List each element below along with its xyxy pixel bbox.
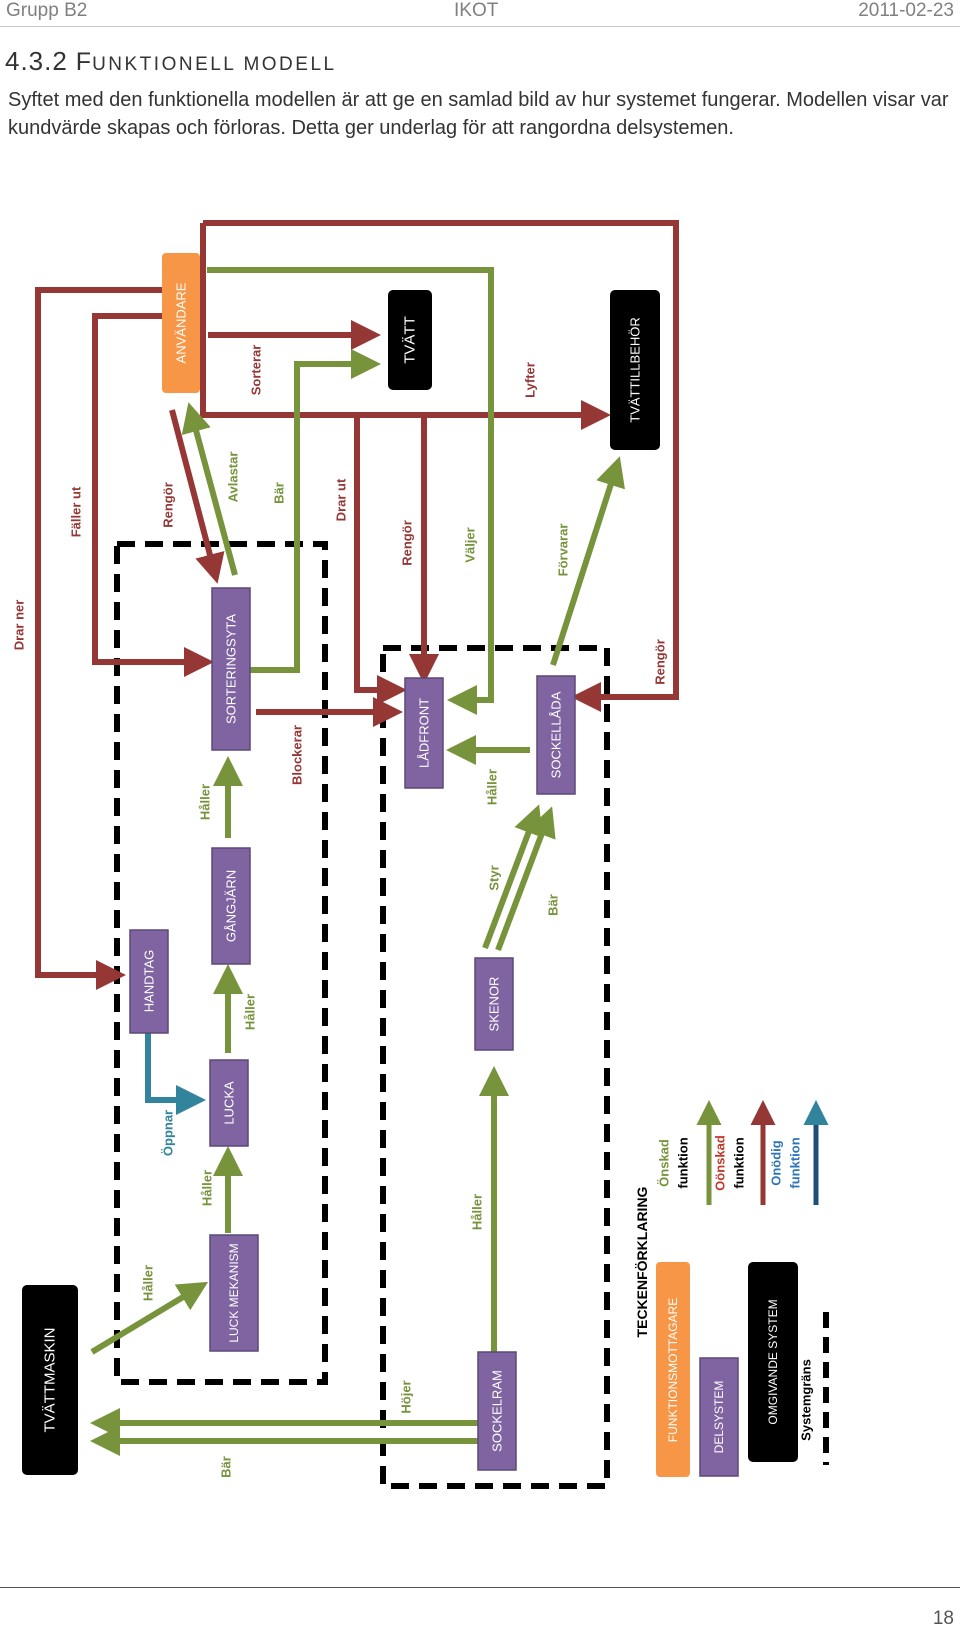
node-skenor: SKENOR bbox=[474, 957, 514, 1051]
header-rule bbox=[0, 26, 960, 27]
legend-subsystem-box bbox=[699, 1357, 739, 1477]
node-handtag-label: HANDTAG bbox=[142, 950, 157, 1013]
section-number: 4.3.2 bbox=[5, 46, 68, 76]
node-sorteringsyta-label: SORTERINGSYTA bbox=[224, 614, 239, 724]
label-oppnar: Öppnar bbox=[161, 1110, 176, 1156]
node-ladfront: LÅDFRONT bbox=[404, 677, 444, 789]
node-sockellada: SOCKELLÅDA bbox=[536, 675, 576, 795]
legend-desired-label-1: Önskad bbox=[657, 1139, 672, 1187]
legend-undesired-label-1: Oönskad bbox=[713, 1135, 728, 1191]
node-anvandare-label: ANVÄNDARE bbox=[174, 282, 189, 363]
arrow-rengor-sorteringsyta bbox=[169, 409, 225, 584]
label-rengor-2: Rengör bbox=[400, 520, 415, 566]
node-anvandare: ANVÄNDARE bbox=[162, 253, 200, 393]
label-haller-3: Håller bbox=[243, 994, 258, 1030]
legend-unnecessary-label-2: funktion bbox=[788, 1137, 803, 1188]
label-drar-ut: Drar ut bbox=[334, 478, 349, 521]
legend-unnecessary-label-1: Onödig bbox=[769, 1140, 784, 1186]
label-haller-1: Håller bbox=[198, 784, 213, 820]
node-skenor-label: SKENOR bbox=[487, 977, 502, 1032]
node-sockelram-label: SOCKELRAM bbox=[490, 1370, 505, 1452]
footer-rule bbox=[0, 1587, 960, 1588]
undesired-arrows bbox=[35, 220, 679, 990]
legend-title: TECKENFÖRKLARING bbox=[634, 1186, 650, 1337]
legend-environment-label: OMGIVANDE SYSTEM bbox=[766, 1299, 780, 1424]
label-sorterar: Sorterar bbox=[249, 345, 264, 396]
system-boundary-left bbox=[114, 541, 328, 1385]
functional-model-diagram: ANVÄNDARE TVÄTT TVÄTTILLBEHÖR SORTERINGS… bbox=[12, 220, 829, 1489]
node-tvattmaskin-label: TVÄTTMASKIN bbox=[42, 1327, 59, 1432]
arrow-haller-tvattmaskin bbox=[90, 1281, 209, 1355]
label-haller-2: Håller bbox=[485, 769, 500, 805]
section-title: 4.3.2 FUNKTIONELL MODELL bbox=[5, 46, 337, 77]
page-header: Grupp B2 IKOT 2011-02-23 bbox=[0, 0, 960, 24]
label-forvarar: Förvarar bbox=[556, 524, 571, 577]
arrow-drar-ner bbox=[35, 287, 162, 990]
node-lucka-label: LUCKA bbox=[222, 1081, 237, 1125]
arrow-oppnar bbox=[145, 1032, 206, 1115]
desired-arrows bbox=[90, 267, 625, 1456]
node-handtag: HANDTAG bbox=[129, 929, 169, 1034]
arrow-bar-tvatt bbox=[245, 349, 381, 673]
node-tvatt: TVÄTT bbox=[388, 290, 432, 390]
label-valjer: Väljer bbox=[463, 527, 478, 562]
node-tvattillbehor-label: TVÄTTILLBEHÖR bbox=[628, 317, 643, 422]
label-lyfter: Lyfter bbox=[523, 362, 538, 398]
body-paragraph: Syftet med den funktionella modellen är … bbox=[8, 89, 949, 139]
section-first-letter: F bbox=[75, 48, 93, 76]
legend-desired-label-2: funktion bbox=[676, 1137, 691, 1188]
arrow-valjer bbox=[207, 267, 494, 715]
node-luckmekanism: LUCK MEKANISM bbox=[209, 1234, 259, 1352]
node-tvattillbehor: TVÄTTILLBEHÖR bbox=[610, 290, 660, 450]
page-number: 18 bbox=[932, 1608, 954, 1629]
header-date: 2011-02-23 bbox=[858, 0, 954, 21]
legend-undesired-label-2: funktion bbox=[732, 1137, 747, 1188]
node-ladfront-label: LÅDFRONT bbox=[417, 698, 432, 768]
arrow-drar-ut bbox=[354, 415, 407, 705]
label-drar-ner: Drar ner bbox=[12, 600, 27, 651]
label-avlastar: Avlastar bbox=[226, 452, 241, 503]
node-tvattmaskin: TVÄTTMASKIN bbox=[22, 1285, 78, 1475]
node-sockelram: SOCKELRAM bbox=[477, 1351, 517, 1471]
label-faller-ut: Fäller ut bbox=[69, 486, 84, 537]
label-rengor-3: Rengör bbox=[653, 639, 668, 685]
node-sorteringsyta: SORTERINGSYTA bbox=[211, 587, 251, 751]
header-course: IKOT bbox=[454, 0, 499, 21]
arrow-avlastar bbox=[181, 402, 238, 576]
label-bar-2: Bär bbox=[546, 894, 561, 916]
node-gangjarn-label: GÅNGJÄRN bbox=[224, 870, 239, 942]
arrow-bar-skenor bbox=[495, 806, 556, 952]
label-rengor-1: Rengör bbox=[161, 482, 176, 528]
legend-environment-box bbox=[748, 1262, 798, 1462]
arrow-rengor-sockellada bbox=[203, 220, 679, 712]
label-haller-6: Håller bbox=[470, 1194, 485, 1230]
node-luckmekanism-label: LUCK MEKANISM bbox=[227, 1243, 241, 1342]
legend: TECKENFÖRKLARING FUNKTIONSMOTTAGARE DELS… bbox=[634, 1100, 829, 1477]
label-bar-3: Bär bbox=[219, 1456, 234, 1478]
node-sockellada-label: SOCKELLÅDA bbox=[549, 691, 564, 778]
label-bar-1: Bär bbox=[272, 482, 287, 504]
arrow-faller-ut bbox=[92, 313, 214, 677]
header-group: Grupp B2 bbox=[6, 0, 88, 21]
section-title-rest: UNKTIONELL MODELL bbox=[92, 54, 337, 75]
legend-receiver-box bbox=[656, 1262, 690, 1477]
node-tvatt-label: TVÄTT bbox=[402, 316, 419, 364]
legend-subsystem-label: DELSYSTEM bbox=[712, 1381, 726, 1454]
legend-receiver-label: FUNKTIONSMOTTAGARE bbox=[666, 1298, 680, 1442]
label-blockerar: Blockerar bbox=[290, 725, 305, 785]
arrow-forvarar bbox=[550, 456, 625, 666]
label-haller-4: Håller bbox=[200, 1170, 215, 1206]
label-styr: Styr bbox=[487, 865, 502, 890]
label-haller-5: Håller bbox=[141, 1265, 156, 1301]
node-gangjarn: GÅNGJÄRN bbox=[211, 847, 251, 965]
label-hojer: Höjer bbox=[399, 1380, 414, 1413]
node-lucka: LUCKA bbox=[209, 1059, 249, 1147]
system-boundary-right bbox=[380, 645, 610, 1489]
legend-boundary-label: Systemgräns bbox=[799, 1359, 814, 1441]
